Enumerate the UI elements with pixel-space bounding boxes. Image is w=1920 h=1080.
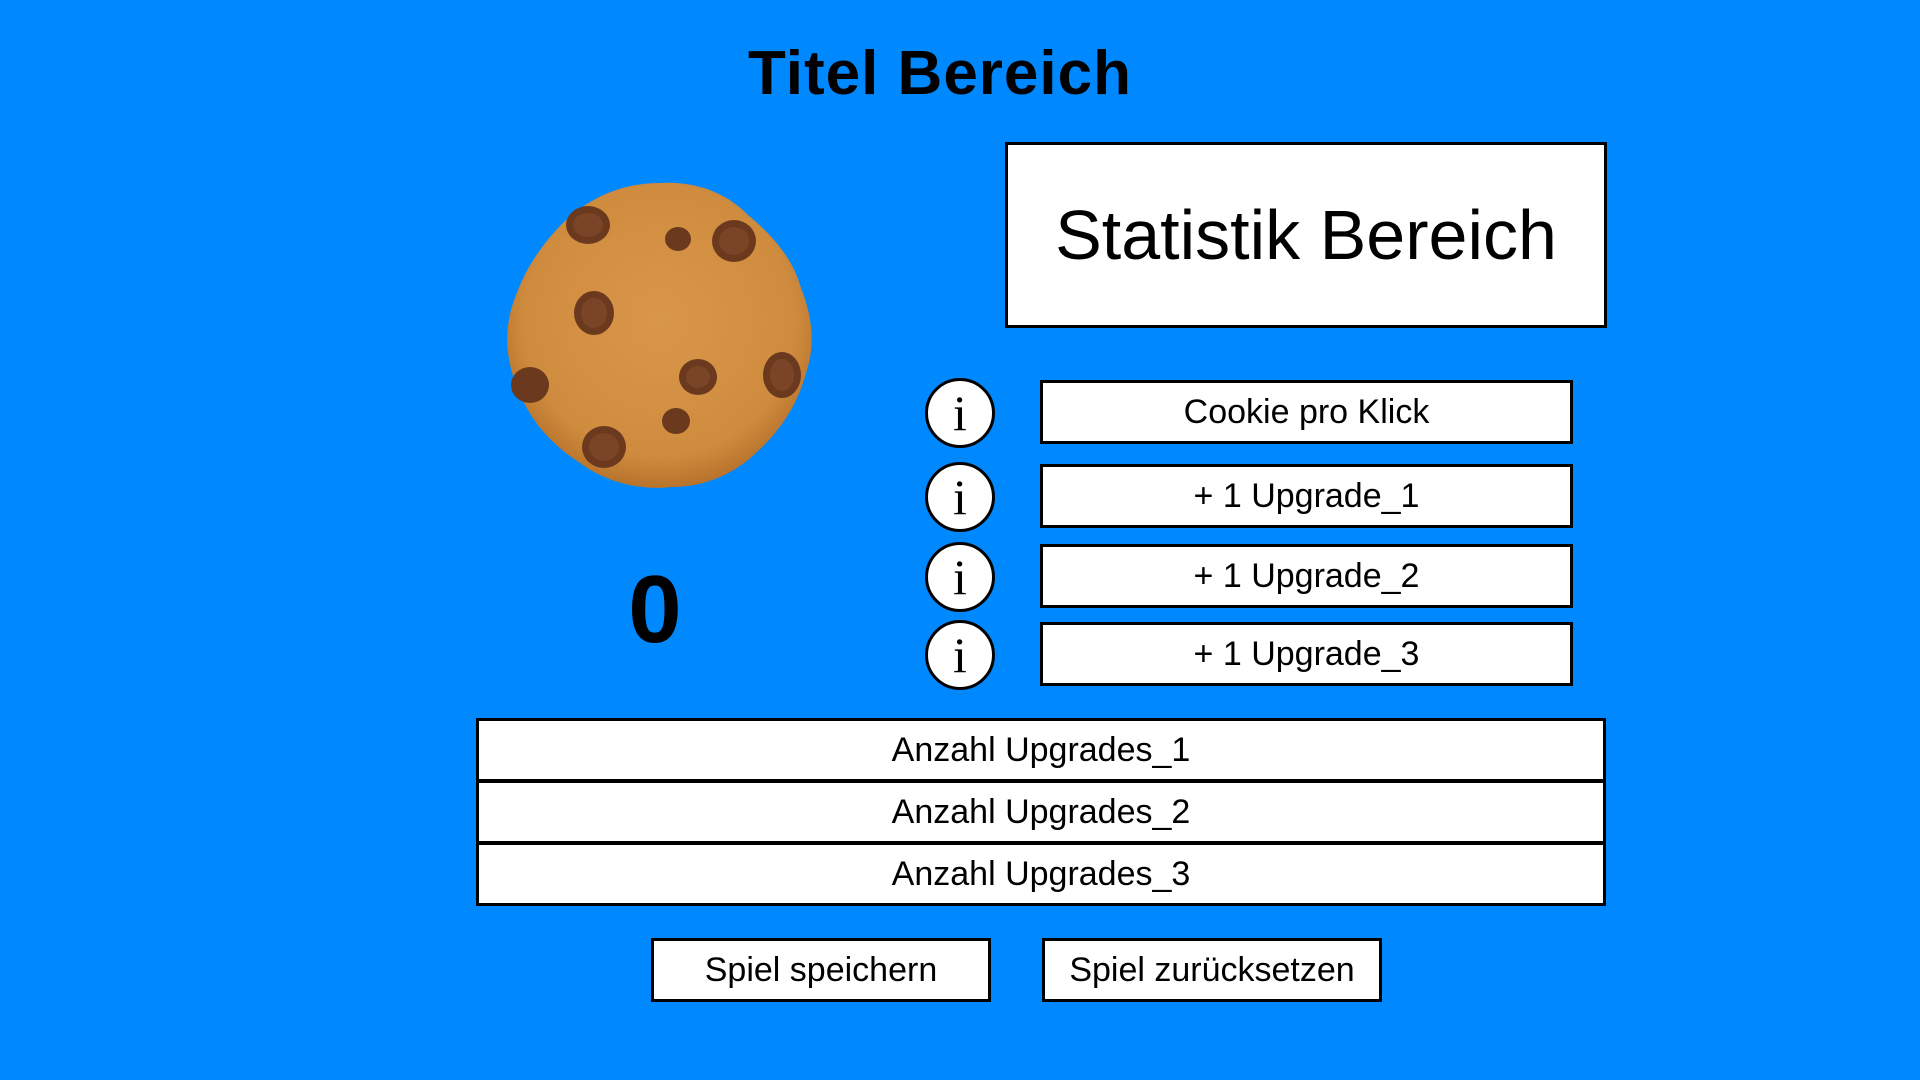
upgrade-row-cookie-per-click: i Cookie pro Klick bbox=[925, 378, 1575, 448]
upgrade-row-1: i + 1 Upgrade_1 bbox=[925, 462, 1575, 532]
info-icon[interactable]: i bbox=[925, 378, 995, 448]
upgrade-count-3: Anzahl Upgrades_3 bbox=[476, 842, 1606, 906]
cookie-per-click-button[interactable]: Cookie pro Klick bbox=[1040, 380, 1573, 444]
statistics-panel: Statistik Bereich bbox=[1005, 142, 1607, 328]
save-game-button[interactable]: Spiel speichern bbox=[651, 938, 991, 1002]
upgrade-counts-panel: Anzahl Upgrades_1 Anzahl Upgrades_2 Anza… bbox=[476, 718, 1606, 906]
upgrade-row-2: i + 1 Upgrade_2 bbox=[925, 542, 1575, 612]
upgrade-count-1: Anzahl Upgrades_1 bbox=[476, 718, 1606, 782]
upgrade-row-3: i + 1 Upgrade_3 bbox=[925, 620, 1575, 690]
info-icon[interactable]: i bbox=[925, 462, 995, 532]
info-icon[interactable]: i bbox=[925, 542, 995, 612]
page-title: Titel Bereich bbox=[747, 39, 1132, 108]
reset-game-button[interactable]: Spiel zurücksetzen bbox=[1042, 938, 1382, 1002]
cookie-button[interactable] bbox=[500, 175, 820, 495]
upgrade-count-2: Anzahl Upgrades_2 bbox=[476, 780, 1606, 844]
cookie-counter: 0 bbox=[628, 556, 682, 663]
info-icon[interactable]: i bbox=[925, 620, 995, 690]
upgrade-1-button[interactable]: + 1 Upgrade_1 bbox=[1040, 464, 1573, 528]
upgrade-2-button[interactable]: + 1 Upgrade_2 bbox=[1040, 544, 1573, 608]
cookie-icon bbox=[507, 182, 812, 488]
upgrade-3-button[interactable]: + 1 Upgrade_3 bbox=[1040, 622, 1573, 686]
